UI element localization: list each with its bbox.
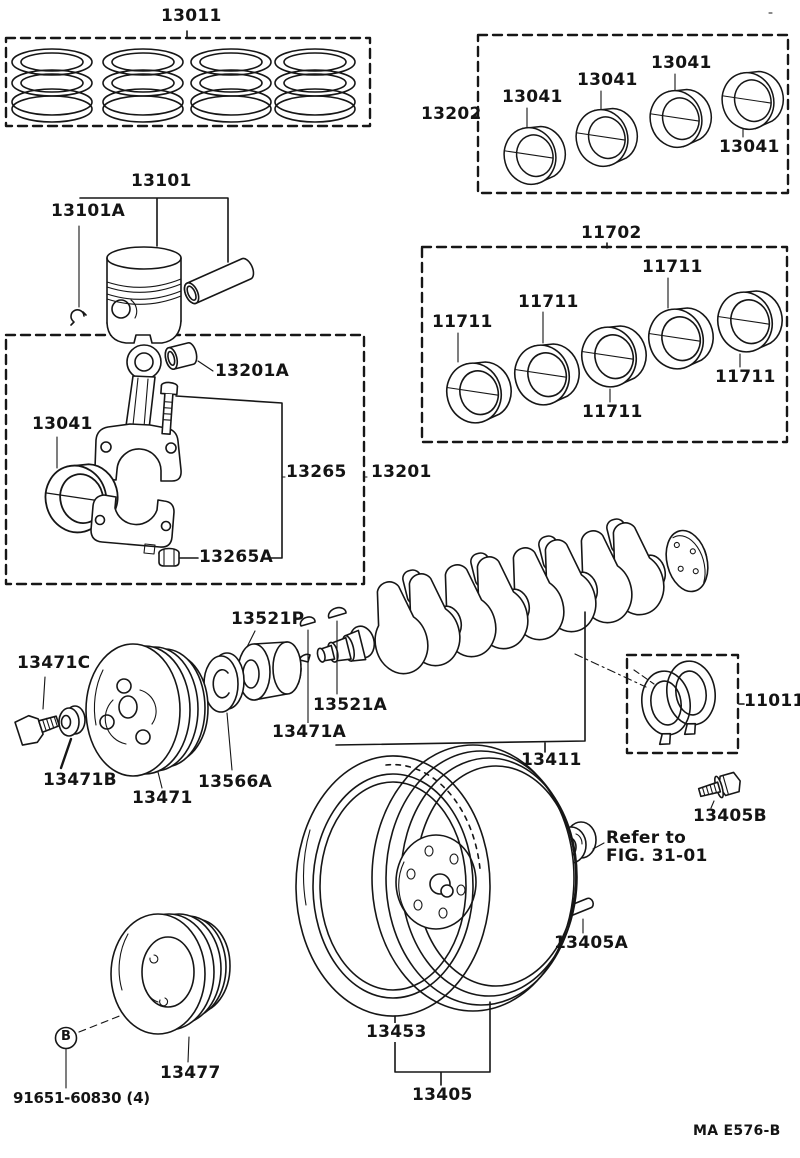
part-label-11711-1: 11711 <box>432 312 493 332</box>
part-label-13201: 13201 <box>371 462 432 482</box>
part-label-13405A: 13405A <box>554 933 629 953</box>
part-label-13566A: 13566A <box>198 772 273 792</box>
part-label-13201A: 13201A <box>215 361 290 381</box>
part-label-13405: 13405 <box>412 1085 473 1105</box>
part-label-13411: 13411 <box>521 750 582 770</box>
part-label-13265: 13265 <box>286 462 347 482</box>
piston-drawing <box>70 197 255 344</box>
bolt-mark-b: B <box>61 1029 72 1044</box>
part-label-13521A: 13521A <box>311 695 390 715</box>
part-label-13453: 13453 <box>364 1022 429 1042</box>
pilot-note-line2: FIG. 31-01 <box>606 846 708 866</box>
part-label-13477: 13477 <box>160 1063 221 1083</box>
part-label-11711-5: 11711 <box>715 367 776 387</box>
pilot-note-line1: Refer to <box>606 828 687 848</box>
flywheel-drawing <box>295 744 578 1086</box>
part-label-13471C: 13471C <box>17 653 91 673</box>
part-label-13011: 13011 <box>161 6 222 26</box>
part-label-11702: 11702 <box>581 223 642 243</box>
part-label-91651-60830: 91651-60830 (4) <box>13 1089 150 1107</box>
part-label-13471: 13471 <box>132 788 193 808</box>
part-label-13471A: 13471A <box>270 722 349 742</box>
part-label-13405B: 13405B <box>693 806 767 826</box>
part-label-13041-2: 13041 <box>577 70 638 90</box>
part-label-13041-1: 13041 <box>502 87 563 107</box>
part-label-13041-4: 13041 <box>719 137 780 157</box>
rod-bearing-set-box <box>471 33 791 195</box>
piston-ring-set-box <box>4 30 372 128</box>
crankshaft-leader <box>335 611 586 753</box>
thrust-washer-box <box>574 653 745 755</box>
part-label-13101A: 13101A <box>51 201 126 221</box>
part-label-13101: 13101 <box>131 171 192 191</box>
crankshaft-drawing <box>299 516 709 681</box>
crank-pulley-drawing <box>14 630 302 789</box>
part-label-13041-rod: 13041 <box>32 414 93 434</box>
part-label-11711-2: 11711 <box>518 292 579 312</box>
doc-code: MA E576-B <box>693 1123 781 1139</box>
conrod-drawing <box>37 342 287 567</box>
part-label-11011: 11011 <box>744 691 800 711</box>
main-bearing-set-box <box>420 242 790 444</box>
aux-pulley-drawing <box>54 913 231 1089</box>
part-label-13202: 13202 <box>421 104 482 124</box>
conrod-kit-box <box>4 333 371 586</box>
part-label-13471B: 13471B <box>43 770 117 790</box>
part-label-11711-3: 11711 <box>642 257 703 277</box>
part-label-13521P: 13521P <box>231 609 305 629</box>
part-label-13265A: 13265A <box>199 547 274 567</box>
part-label-11711-4: 11711 <box>582 402 643 422</box>
part-label-13041-3: 13041 <box>651 53 712 73</box>
crank-key-drawing <box>299 606 347 724</box>
flywheel-bolt-drawing <box>697 771 741 809</box>
